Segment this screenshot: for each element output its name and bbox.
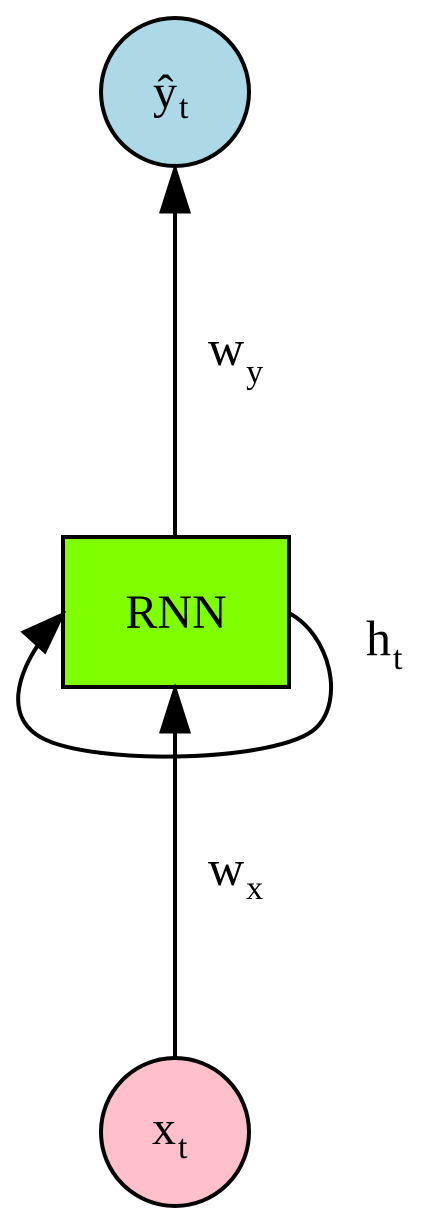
edge-wx-label: wx bbox=[208, 840, 263, 907]
edge-wy-label: wy bbox=[208, 320, 263, 391]
output-node-label: ŷt bbox=[153, 66, 189, 126]
edge-ht-subscript: t bbox=[393, 640, 403, 677]
edge-rnn-to-output: wy bbox=[158, 163, 263, 537]
rnn-node: RNN bbox=[61, 535, 291, 689]
edge-wx-subscript: x bbox=[246, 870, 263, 907]
edge-wx-arrowhead bbox=[158, 683, 192, 734]
edge-wy-symbol: w bbox=[208, 320, 244, 376]
edge-ht-path bbox=[16, 611, 333, 759]
edge-ht-symbol: h bbox=[366, 610, 391, 666]
input-node: xt bbox=[99, 1056, 251, 1208]
input-node-circle bbox=[99, 1056, 251, 1208]
input-node-symbol: x bbox=[152, 1102, 176, 1155]
output-node-symbol: ŷ bbox=[153, 66, 177, 119]
edge-self-loop: ht bbox=[16, 610, 403, 759]
edge-wy-arrowhead bbox=[158, 163, 192, 214]
output-node-subscript: t bbox=[179, 89, 189, 126]
rnn-node-box bbox=[61, 535, 291, 689]
edge-input-to-rnn: wx bbox=[158, 683, 263, 1057]
edge-wx-symbol: w bbox=[208, 840, 244, 896]
input-node-label: xt bbox=[152, 1102, 188, 1166]
rnn-node-label: RNN bbox=[125, 586, 226, 639]
edge-ht-arrowhead bbox=[20, 610, 67, 655]
input-node-subscript: t bbox=[178, 1129, 188, 1166]
output-node: ŷt bbox=[99, 16, 251, 168]
edge-wy-subscript: y bbox=[246, 354, 263, 391]
edge-ht-label: ht bbox=[366, 610, 403, 677]
